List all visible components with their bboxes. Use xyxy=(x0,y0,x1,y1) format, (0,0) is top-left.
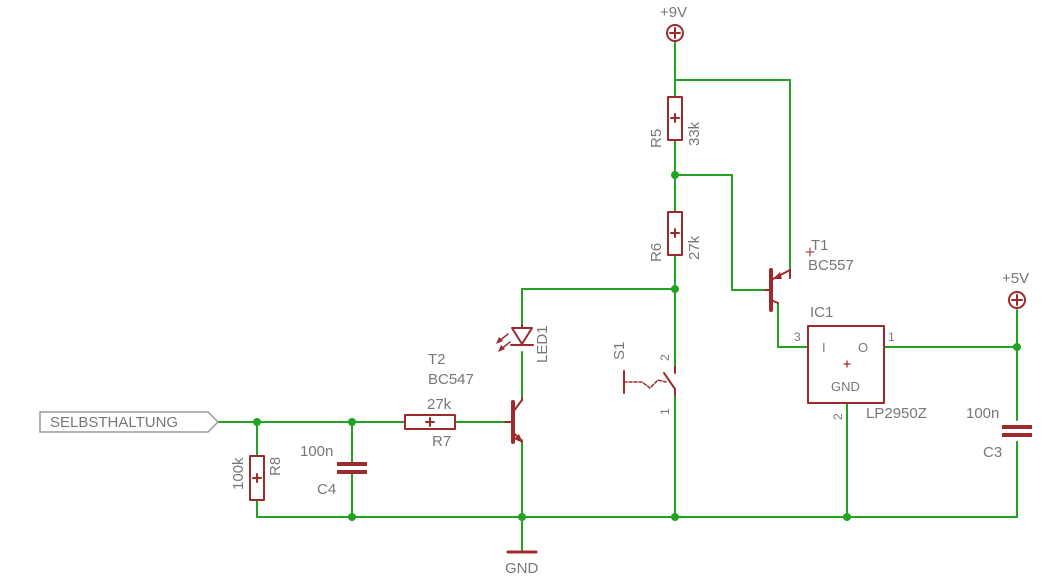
resistor-r5: R5 33k xyxy=(648,96,703,148)
ground-label: GND xyxy=(505,560,539,577)
c4-name: C4 xyxy=(317,481,336,498)
supply-plus5v-label: +5V xyxy=(1002,270,1029,287)
s1-pin2: 2 xyxy=(658,354,672,361)
c3-name: C3 xyxy=(983,444,1002,461)
r7-name: R7 xyxy=(432,433,451,450)
ic1-pin1: 1 xyxy=(888,330,895,344)
led-led1: LED1 xyxy=(496,324,551,363)
resistor-r7: 27k R7 xyxy=(404,396,456,450)
t1-name: T1 xyxy=(811,237,829,254)
transistor-t1: T1 BC557 xyxy=(764,237,854,312)
led1-name: LED1 xyxy=(534,325,551,363)
t1-value: BC557 xyxy=(808,257,854,274)
r8-value: 100k xyxy=(230,457,247,490)
r5-name: R5 xyxy=(648,129,665,148)
r8-name: R8 xyxy=(267,457,284,476)
c3-value: 100n xyxy=(966,405,999,422)
c4-value: 100n xyxy=(300,443,333,460)
resistor-r8: 100k R8 xyxy=(230,455,284,501)
net-label-text: SELBSTHALTUNG xyxy=(50,414,178,431)
resistor-r6: R6 27k xyxy=(648,211,703,262)
supply-plus9v-label: +9V xyxy=(660,4,687,21)
junctions xyxy=(253,171,1021,521)
transistor-t2: T2 BC547 xyxy=(428,351,523,444)
ic1-name: IC1 xyxy=(810,304,833,321)
ic1-pin2: 2 xyxy=(831,413,845,420)
ic1-pin3: 3 xyxy=(794,330,801,344)
ic1-in-label: I xyxy=(822,340,826,355)
ic1-value: LP2950Z xyxy=(866,405,927,422)
r6-value: 27k xyxy=(686,235,703,260)
r5-value: 33k xyxy=(686,121,703,146)
s1-pin1: 1 xyxy=(658,408,672,415)
ic1-out-label: O xyxy=(858,340,868,355)
regulator-ic1: I O GND 3 1 2 IC1 LP2950Z xyxy=(794,304,927,422)
ground-symbol: GND xyxy=(505,550,539,577)
r6-name: R6 xyxy=(648,243,665,262)
r7-value: 27k xyxy=(427,396,452,413)
net-label-selbsthaltung: SELBSTHALTUNG xyxy=(39,411,220,433)
t2-value: BC547 xyxy=(428,371,474,388)
t2-name: T2 xyxy=(428,351,446,368)
capacitor-c4: 100n C4 xyxy=(300,443,367,498)
supply-plus5v: +5V xyxy=(1002,270,1029,309)
switch-s1: S1 2 1 xyxy=(611,342,676,415)
wires xyxy=(217,41,1018,553)
ic1-gnd-label: GND xyxy=(831,379,860,394)
supply-plus9v: +9V xyxy=(660,4,687,42)
s1-name: S1 xyxy=(611,342,628,360)
capacitor-c3: 100n C3 xyxy=(966,405,1032,461)
